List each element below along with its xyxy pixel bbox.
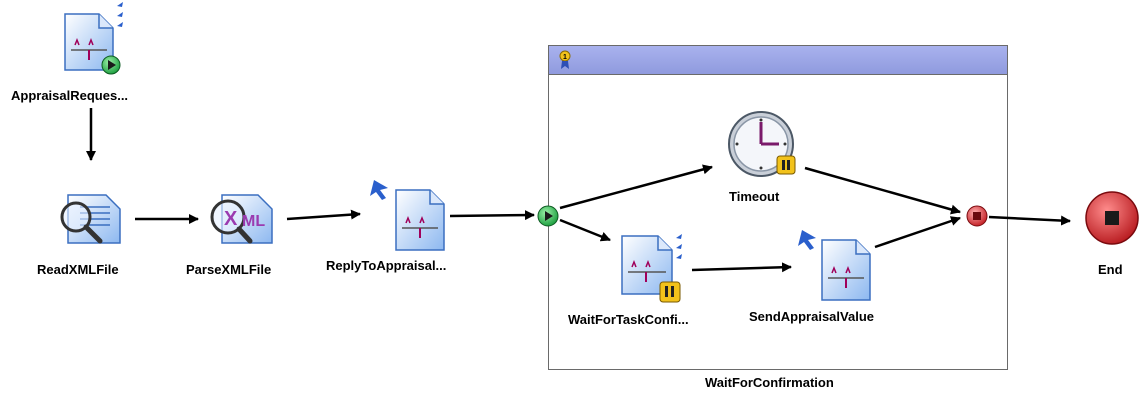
node-wait-for-task-confirm[interactable] [621,234,682,303]
group-title: WaitForConfirmation [705,375,834,390]
wait-activity-icon [621,234,682,303]
svg-text:X: X [224,208,238,230]
label-end: End [1098,262,1123,277]
connector-merge-to-end [988,215,1071,226]
connector-gateway-to-timeout [559,164,713,210]
label-send-appraisal-value: SendAppraisalValue [749,309,874,324]
label-parse-xml-file: ParseXMLFile [186,262,272,277]
node-reply-to-appraisal[interactable] [370,180,445,251]
node-send-appraisal-value[interactable] [798,230,871,301]
svg-text:1: 1 [563,54,567,61]
node-end[interactable] [1085,191,1139,245]
send-activity-icon [798,230,871,301]
svg-text:ML: ML [242,213,265,230]
node-appraisal-request[interactable] [64,2,123,75]
read-file-icon [60,194,121,244]
label-reply-to-appraisal: ReplyToAppraisal... [326,258,447,273]
connector-parse-to-reply [286,209,361,221]
label-read-xml-file: ReadXMLFile [37,262,119,277]
label-wait-for-task-confirm: WaitForTaskConfi... [568,312,689,327]
label-appraisal-request: AppraisalReques... [11,88,129,103]
receive-event-icon [64,2,123,75]
connector-gateway-to-wait [559,218,611,242]
end-event-icon [1085,191,1139,245]
merge-gateway[interactable] [966,205,988,227]
connector-timeout-to-merge [804,166,961,215]
parse-xml-icon: X ML [210,194,273,244]
label-timeout: Timeout [729,189,780,204]
node-read-xml-file[interactable] [60,194,121,244]
group-wait-for-confirmation[interactable]: 1 [548,45,1008,370]
node-timeout[interactable] [728,111,796,177]
start-gateway[interactable] [537,205,559,227]
node-parse-xml-file[interactable]: X ML [210,194,273,244]
group-badge-icon: 1 [559,50,571,69]
connector-send-to-merge [874,216,961,249]
connector-wait-to-send [691,262,792,273]
timer-clock-icon [728,111,796,177]
connector-reply-to-gateway [449,210,535,221]
connectors [86,108,1071,273]
reply-activity-icon [370,180,445,251]
